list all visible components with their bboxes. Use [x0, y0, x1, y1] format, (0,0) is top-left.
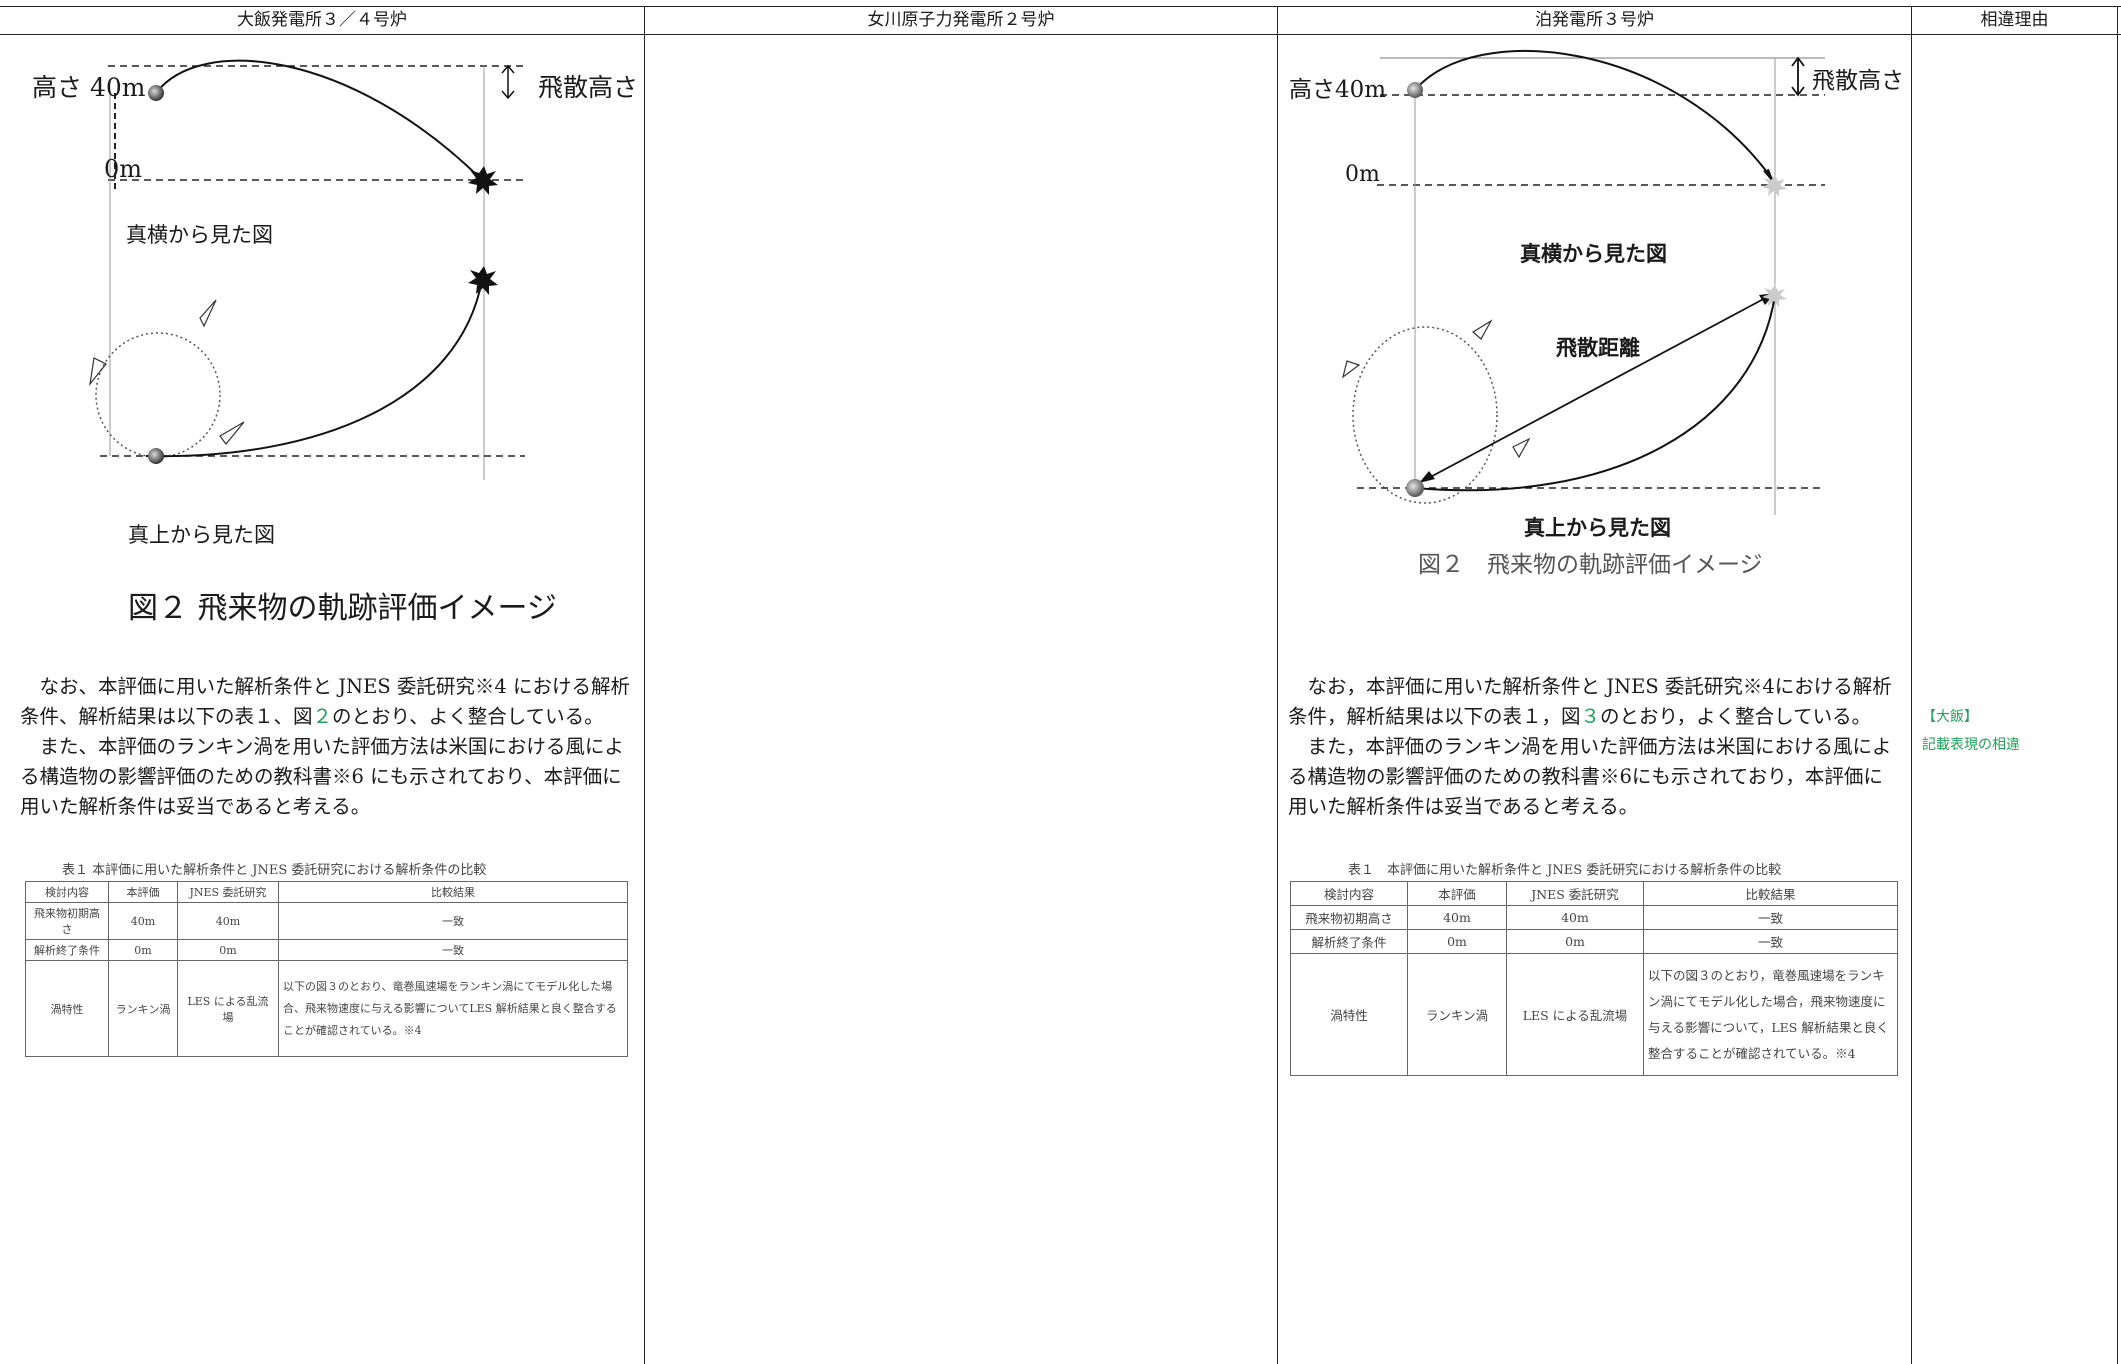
- tomari-vortex-ellipse: [1352, 326, 1498, 504]
- ohi-top-trajectory: [145, 279, 483, 458]
- header-bottom-border: [0, 34, 2121, 35]
- reason-text: 記載表現の相違: [1922, 737, 2020, 753]
- ohi-side-trajectory: [155, 59, 483, 181]
- tomari-impact-star-top: [1762, 285, 1787, 307]
- column-divider-2: [1277, 6, 1278, 1364]
- column-header-reason: 相違理由: [1980, 10, 2049, 30]
- tomari-distance-arrowhead-start: [1419, 471, 1435, 483]
- tomari-trajectory-figure: [1342, 49, 1825, 515]
- ohi-paragraph-1: なお、本評価に用いた解析条件と JNES 委託研究※4 における解析条件、解析結…: [20, 675, 630, 728]
- ohi-scatter-height-label: 飛散高さ: [538, 73, 639, 102]
- clipped-page-header: [0, 0, 720, 5]
- tomari-distance-line: [1422, 294, 1772, 482]
- ohi-table-caption: 表１ 本評価に用いた解析条件と JNES 委託研究における解析条件の比較: [62, 863, 487, 878]
- column-header-onagawa: 女川原子力発電所２号炉: [867, 10, 1055, 30]
- ohi-figure-caption: 図２ 飛来物の軌跡評価イメージ: [128, 591, 557, 626]
- tomari-paragraph-1: なお，本評価に用いた解析条件と JNES 委託研究※4における解析条件，解析結果…: [1288, 675, 1892, 728]
- ohi-top-view-label: 真上から見た図: [128, 523, 275, 547]
- ohi-height-arrow-icon: [501, 64, 515, 100]
- tomari-start-ball-side: [1407, 82, 1423, 98]
- column-divider-1: [644, 6, 645, 1364]
- tomari-side-trajectory: [1414, 49, 1776, 184]
- tomari-top-trajectory: [1414, 294, 1776, 492]
- tomari-zero-label: 0m: [1345, 162, 1380, 187]
- tomari-paragraph-2: また，本評価のランキン渦を用いた評価方法は米国における風による構造物の影響評価の…: [1288, 735, 1892, 818]
- tomari-top-view-label: 真上から見た図: [1524, 516, 1671, 540]
- tomari-scatter-distance-label: 飛散距離: [1556, 336, 1640, 360]
- tomari-figure-ref: ３: [1580, 705, 1601, 728]
- ohi-start-ball-side: [148, 85, 164, 101]
- onagawa-column: [645, 35, 1277, 1364]
- ohi-impact-star-top: [468, 266, 498, 295]
- ohi-vortex-circle: [95, 332, 221, 458]
- table-row: 渦特性ランキン渦 LES による乱流場以下の図３のとおり，竜巻風速場をランキン渦…: [1290, 953, 1898, 1076]
- tomari-start-ball-top: [1406, 479, 1424, 497]
- tomari-height-label: 高さ40m: [1289, 77, 1387, 103]
- table-row: 渦特性ランキン渦 LES による乱流場以下の図３のとおり、竜巻風速場をランキン渦…: [25, 960, 628, 1057]
- ohi-impact-star-side: [468, 166, 498, 195]
- ohi-height-label: 高さ 40m: [32, 73, 146, 102]
- table-header-row: 検討内容 本評価 JNES 委託研究 比較結果: [25, 881, 628, 903]
- right-border: [2117, 6, 2118, 1364]
- tomari-height-arrow-icon: [1791, 56, 1805, 97]
- table-header-row: 検討内容 本評価 JNES 委託研究 比較結果: [1290, 881, 1898, 906]
- table-top-border: [0, 6, 2121, 7]
- tomari-table-caption: 表１ 本評価に用いた解析条件と JNES 委託研究における解析条件の比較: [1348, 863, 1782, 878]
- reason-tag: 【大飯】: [1922, 709, 1978, 725]
- ohi-rotation-arrow-1: [199, 299, 217, 328]
- ohi-zero-label: 0m: [104, 155, 143, 183]
- column-header-tomari: 泊発電所３号炉: [1535, 10, 1654, 30]
- column-divider-3: [1911, 6, 1912, 1364]
- tomari-rotation-arrow-3: [1512, 437, 1531, 459]
- ohi-figure-ref: ２: [312, 705, 333, 728]
- column-header-ohi: 大飯発電所３／４号炉: [237, 10, 407, 30]
- ohi-rotation-arrow-3: [219, 421, 245, 445]
- tomari-impact-star-side: [1762, 175, 1787, 197]
- ohi-trajectory-figure: [89, 59, 525, 480]
- tomari-rotation-arrow-2: [1342, 360, 1361, 379]
- ohi-start-ball-top: [148, 448, 164, 464]
- tomari-rotation-arrow-1: [1471, 319, 1493, 340]
- tomari-scatter-height-label: 飛散高さ: [1812, 68, 1904, 94]
- tomari-figure-caption: 図２ 飛来物の軌跡評価イメージ: [1418, 552, 1763, 578]
- tomari-side-view-label: 真横から見た図: [1520, 242, 1667, 266]
- ohi-side-view-label: 真横から見た図: [126, 223, 273, 247]
- ohi-rotation-arrow-2: [89, 357, 107, 387]
- ohi-paragraph-2: また、本評価のランキン渦を用いた評価方法は米国における風による構造物の影響評価の…: [20, 735, 624, 818]
